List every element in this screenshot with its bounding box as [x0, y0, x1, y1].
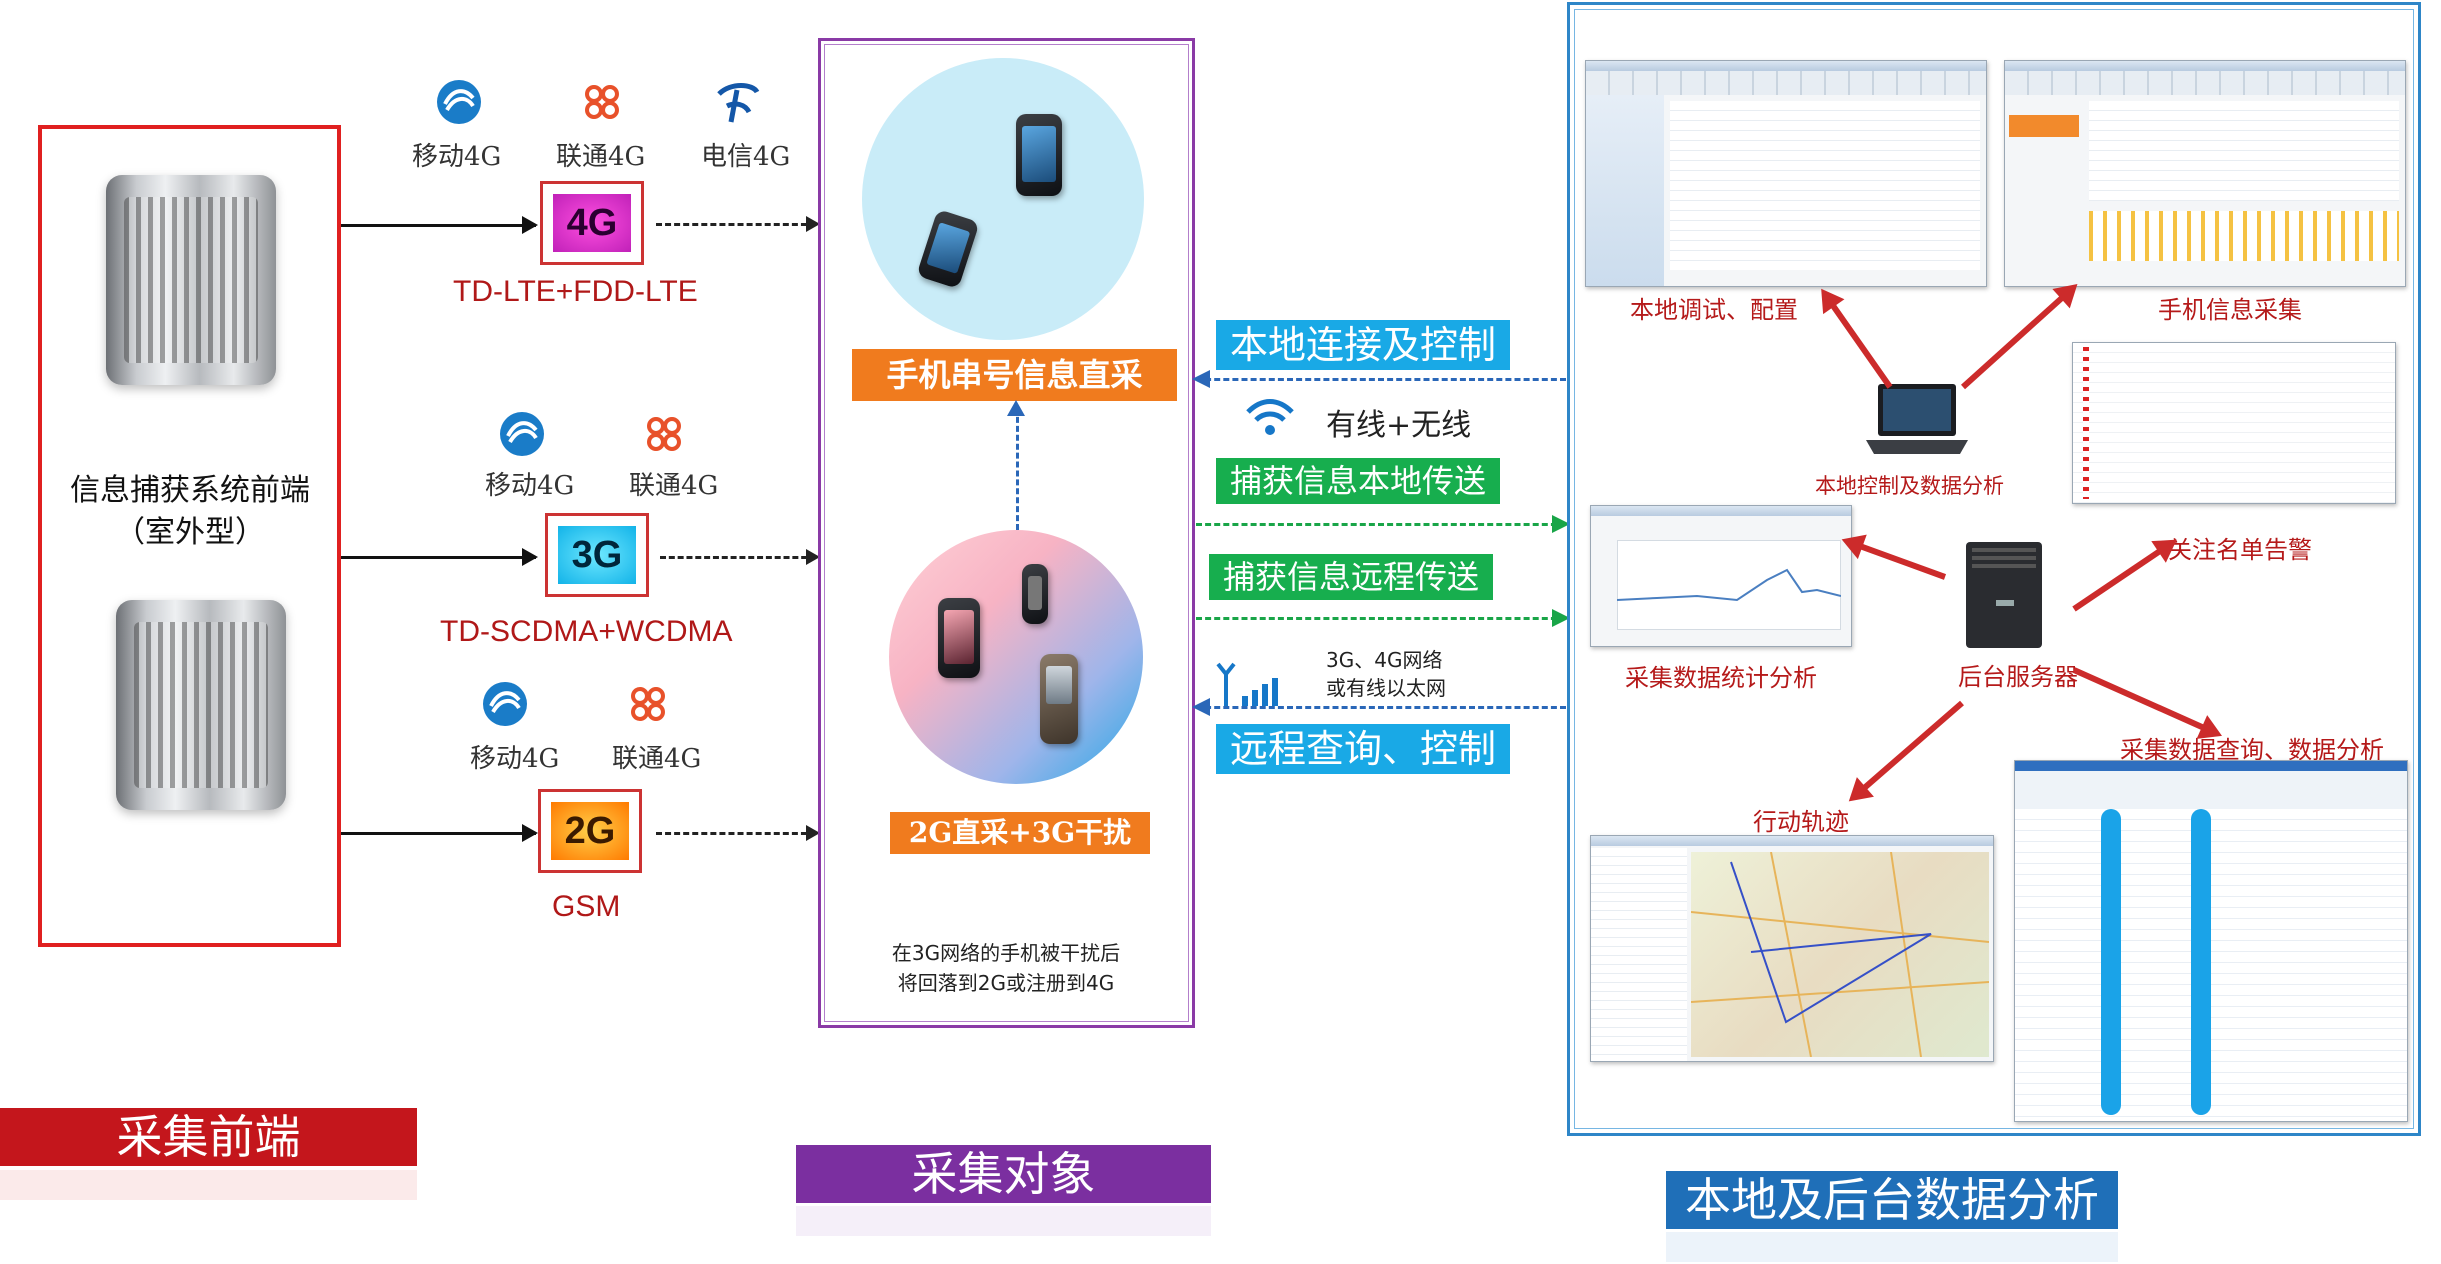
caption-query: 采集数据查询、数据分析 — [2120, 736, 2384, 764]
china-unicom-icon — [585, 85, 619, 119]
front-arrow-4g — [341, 216, 538, 234]
network-note: 3G、4G网络 或有线以太网 — [1326, 646, 1446, 702]
banner-reflection — [796, 1206, 1211, 1236]
china-telecom-icon — [717, 83, 760, 123]
wifi-icon — [1246, 399, 1294, 435]
generation-badge-3g: 3G — [545, 513, 649, 597]
section-banner-target: 采集对象 — [796, 1145, 1211, 1203]
feature-phone-image — [938, 598, 980, 678]
front-end-frame — [38, 125, 341, 947]
link-arrow-left — [1192, 698, 1566, 716]
software-screenshot-list — [2072, 342, 2396, 504]
generation-badge-4g: 4G — [540, 181, 644, 265]
smartphone-image — [1016, 114, 1062, 196]
outdoor-device-image — [116, 600, 286, 810]
standard-caption: TD-LTE+FDD-LTE — [453, 275, 698, 308]
remote-query-banner: 远程查询、控制 — [1216, 724, 1511, 774]
operator-label: 移动4G — [470, 744, 560, 774]
fallback-note-line: 在3G网络的手机被干扰后 — [891, 941, 1121, 965]
local-transfer-banner: 捕获信息本地传送 — [1216, 458, 1501, 504]
banner-reflection — [1666, 1232, 2118, 1262]
china-mobile-icon — [483, 682, 527, 726]
section-banner-backend: 本地及后台数据分析 — [1666, 1171, 2118, 1229]
direct-capture-label: 手机串号信息直采 — [852, 349, 1177, 401]
wired-wireless-label: 有线+无线 — [1326, 408, 1472, 443]
software-screenshot-config — [1585, 60, 1987, 287]
feature-phone-image — [1022, 564, 1048, 624]
backend-frame — [1567, 2, 2421, 1136]
link-arrow-left — [1192, 370, 1566, 388]
operator-label: 电信4G — [701, 142, 791, 172]
feature-phone-image — [1040, 654, 1078, 744]
network-note-line: 3G、4G网络 — [1326, 648, 1443, 672]
operator-label: 联通4G — [629, 471, 719, 501]
track-route-icon — [1691, 852, 1989, 1057]
software-screenshot-collect — [2004, 60, 2406, 287]
local-control-banner: 本地连接及控制 — [1216, 320, 1511, 370]
operator-label: 移动4G — [412, 142, 502, 172]
china-unicom-icon — [631, 687, 665, 721]
signal-arrow — [656, 216, 820, 232]
caption-phone-collect: 手机信息采集 — [2158, 296, 2302, 324]
china-mobile-icon — [437, 80, 481, 124]
fallback-note-line: 将回落到2G或注册到4G — [897, 971, 1115, 995]
outdoor-device-image — [106, 175, 276, 385]
caption-server: 后台服务器 — [1958, 663, 2078, 691]
china-mobile-icon — [500, 412, 544, 456]
section-banner-front: 采集前端 — [0, 1108, 417, 1166]
operator-label: 联通4G — [612, 744, 702, 774]
operator-label: 联通4G — [556, 142, 646, 172]
signal-tower-icon — [1216, 662, 1278, 706]
banner-reflection — [0, 1170, 417, 1200]
generation-badge-2g: 2G — [538, 789, 642, 873]
standard-caption: GSM — [552, 890, 621, 923]
software-screenshot-query-table — [2014, 760, 2408, 1122]
target-circle-top — [862, 58, 1144, 340]
link-arrow-right — [1196, 609, 1570, 627]
target-circle-bottom — [889, 530, 1143, 784]
laptop-icon — [1866, 384, 1968, 454]
signal-arrow — [660, 549, 820, 565]
standard-caption: TD-SCDMA+WCDMA — [440, 615, 733, 648]
remote-transfer-banner: 捕获信息远程传送 — [1209, 554, 1494, 600]
caption-local-debug: 本地调试、配置 — [1630, 296, 1798, 324]
capture-jam-label: 2G直采+3G干扰 — [890, 812, 1150, 854]
signal-arrow — [656, 825, 820, 841]
front-arrow-3g — [341, 548, 538, 566]
software-screenshot-stats — [1590, 505, 1852, 647]
front-arrow-2g — [341, 824, 538, 842]
caption-watchlist: 关注名单告警 — [2168, 536, 2312, 564]
china-unicom-icon — [647, 417, 681, 451]
vertical-link-line — [1016, 408, 1019, 530]
link-arrow-right — [1196, 515, 1570, 533]
front-device-label: 信息捕获系统前端（室外型） — [70, 473, 310, 550]
caption-track: 行动轨迹 — [1753, 808, 1849, 836]
operator-label: 移动4G — [485, 471, 575, 501]
caption-local-control: 本地控制及数据分析 — [1815, 474, 2004, 498]
fallback-note: 在3G网络的手机被干扰后 将回落到2G或注册到4G — [850, 938, 1162, 998]
software-screenshot-track-map — [1590, 835, 1994, 1062]
server-icon — [1966, 542, 2042, 648]
network-note-line: 或有线以太网 — [1326, 676, 1446, 700]
target-frame — [818, 38, 1195, 1028]
arrow-up-icon — [1007, 400, 1025, 416]
stats-line-icon — [1617, 568, 1841, 602]
caption-stats: 采集数据统计分析 — [1625, 664, 1817, 692]
